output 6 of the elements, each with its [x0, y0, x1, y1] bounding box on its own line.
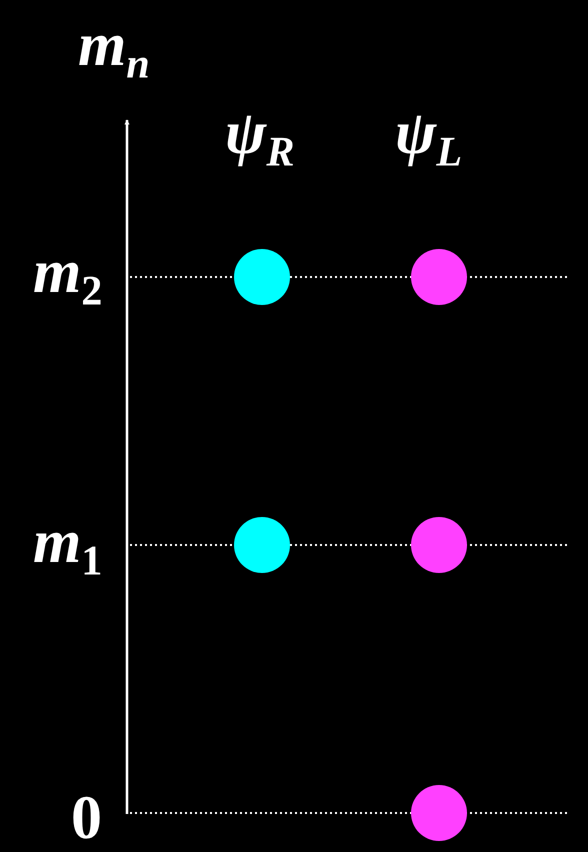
axis-label: m$_{n}$: [78, 14, 150, 76]
column-label: ψ$_{R}$: [225, 102, 295, 164]
column-label: ψ$_{L}$: [395, 102, 462, 164]
row-label: m$_{1}$: [33, 511, 102, 573]
row-label: 0: [71, 787, 102, 849]
row-label: m$_{2}$: [33, 241, 102, 303]
